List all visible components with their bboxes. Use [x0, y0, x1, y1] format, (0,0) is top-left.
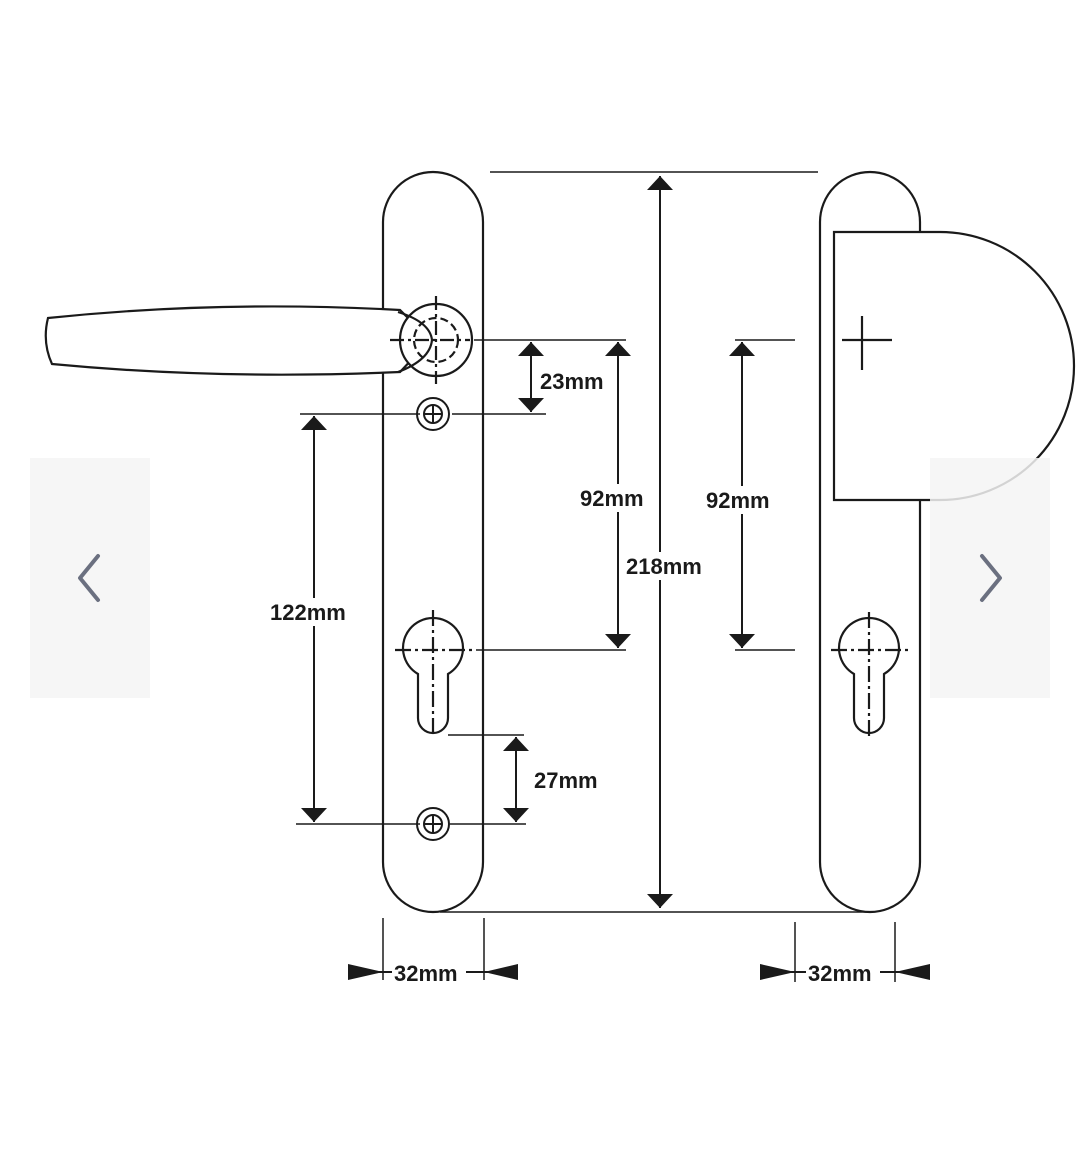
label-122mm: 122mm — [270, 600, 346, 625]
label-92mm-right: 92mm — [706, 488, 770, 513]
next-image-button[interactable] — [930, 458, 1050, 698]
dimension-labels: 23mm 92mm 92mm 218mm 122mm 27mm 32mm 32m… — [268, 366, 880, 986]
lever-handle — [44, 296, 474, 384]
previous-image-button[interactable] — [30, 458, 150, 698]
label-32mm-right: 32mm — [808, 961, 872, 986]
extension-lines — [296, 171, 896, 982]
label-92mm-left: 92mm — [580, 486, 644, 511]
label-32mm-left: 32mm — [394, 961, 458, 986]
left-backplate — [381, 170, 485, 914]
right-backplate — [818, 170, 922, 914]
screw-bottom — [416, 807, 450, 841]
label-27mm: 27mm — [534, 768, 598, 793]
cylinder-cutout-right — [831, 612, 908, 738]
cylinder-cutout-left — [395, 610, 472, 735]
chevron-right-icon — [980, 554, 1002, 602]
screw-top — [416, 397, 450, 431]
label-23mm: 23mm — [540, 369, 604, 394]
width-arrowheads — [348, 964, 930, 980]
chevron-left-icon — [78, 554, 100, 602]
label-218mm: 218mm — [626, 554, 702, 579]
